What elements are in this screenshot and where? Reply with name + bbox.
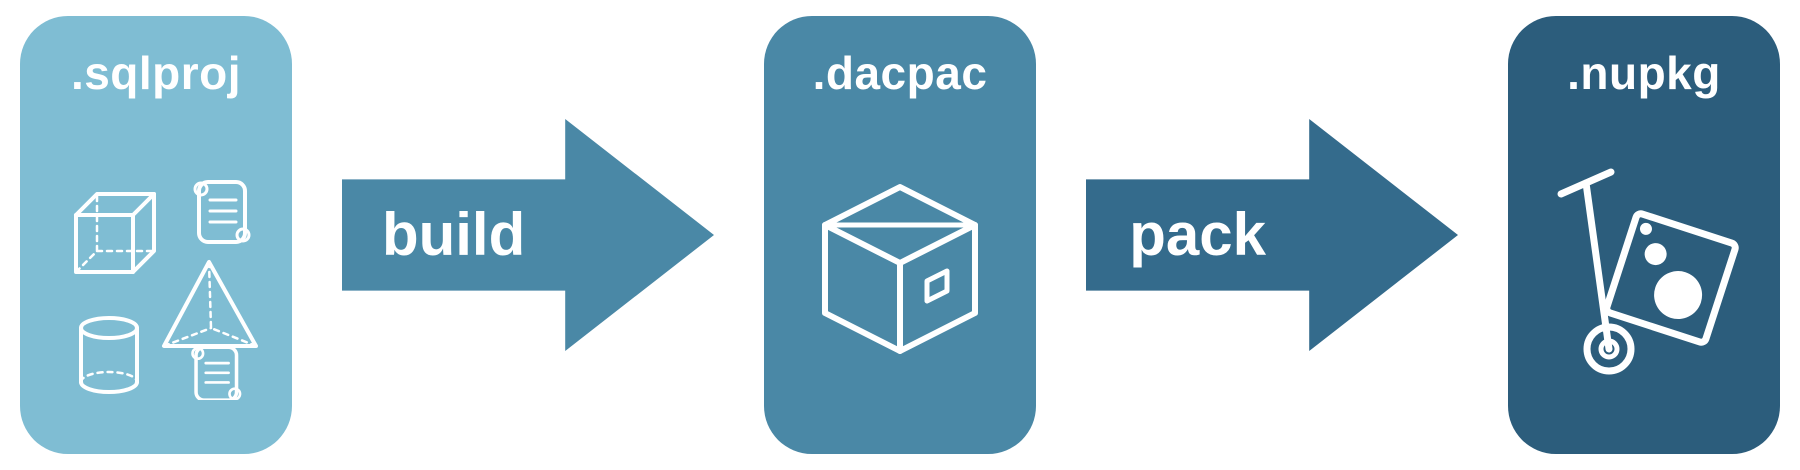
stage-label-nupkg: .nupkg — [1567, 47, 1721, 99]
arrow-label-build: build — [381, 200, 526, 268]
stage-label-dacpac: .dacpac — [812, 47, 988, 99]
pyramid-icon — [162, 260, 258, 348]
arrow-build: build — [342, 119, 714, 351]
scroll-icon — [193, 180, 251, 244]
nuget-package-icon — [1602, 210, 1739, 346]
cylinder-icon — [79, 316, 139, 394]
stage-nupkg: .nupkg — [1508, 16, 1780, 454]
arrow-label-pack: pack — [1129, 200, 1266, 268]
sql-objects-icon — [20, 96, 292, 454]
hand-truck-icon — [1557, 168, 1634, 375]
arrow-pack: pack — [1086, 119, 1458, 351]
stage-dacpac: .dacpac — [764, 16, 1036, 454]
box-label — [924, 268, 950, 304]
scroll-icon — [191, 345, 242, 400]
stage-label-sqlproj: .sqlproj — [70, 47, 242, 99]
package-box-icon — [764, 96, 1036, 454]
hand-truck-package-icon — [1508, 96, 1780, 454]
box-outline — [822, 184, 978, 354]
cube-icon — [74, 192, 156, 274]
stage-sqlproj: .sqlproj — [20, 16, 292, 454]
